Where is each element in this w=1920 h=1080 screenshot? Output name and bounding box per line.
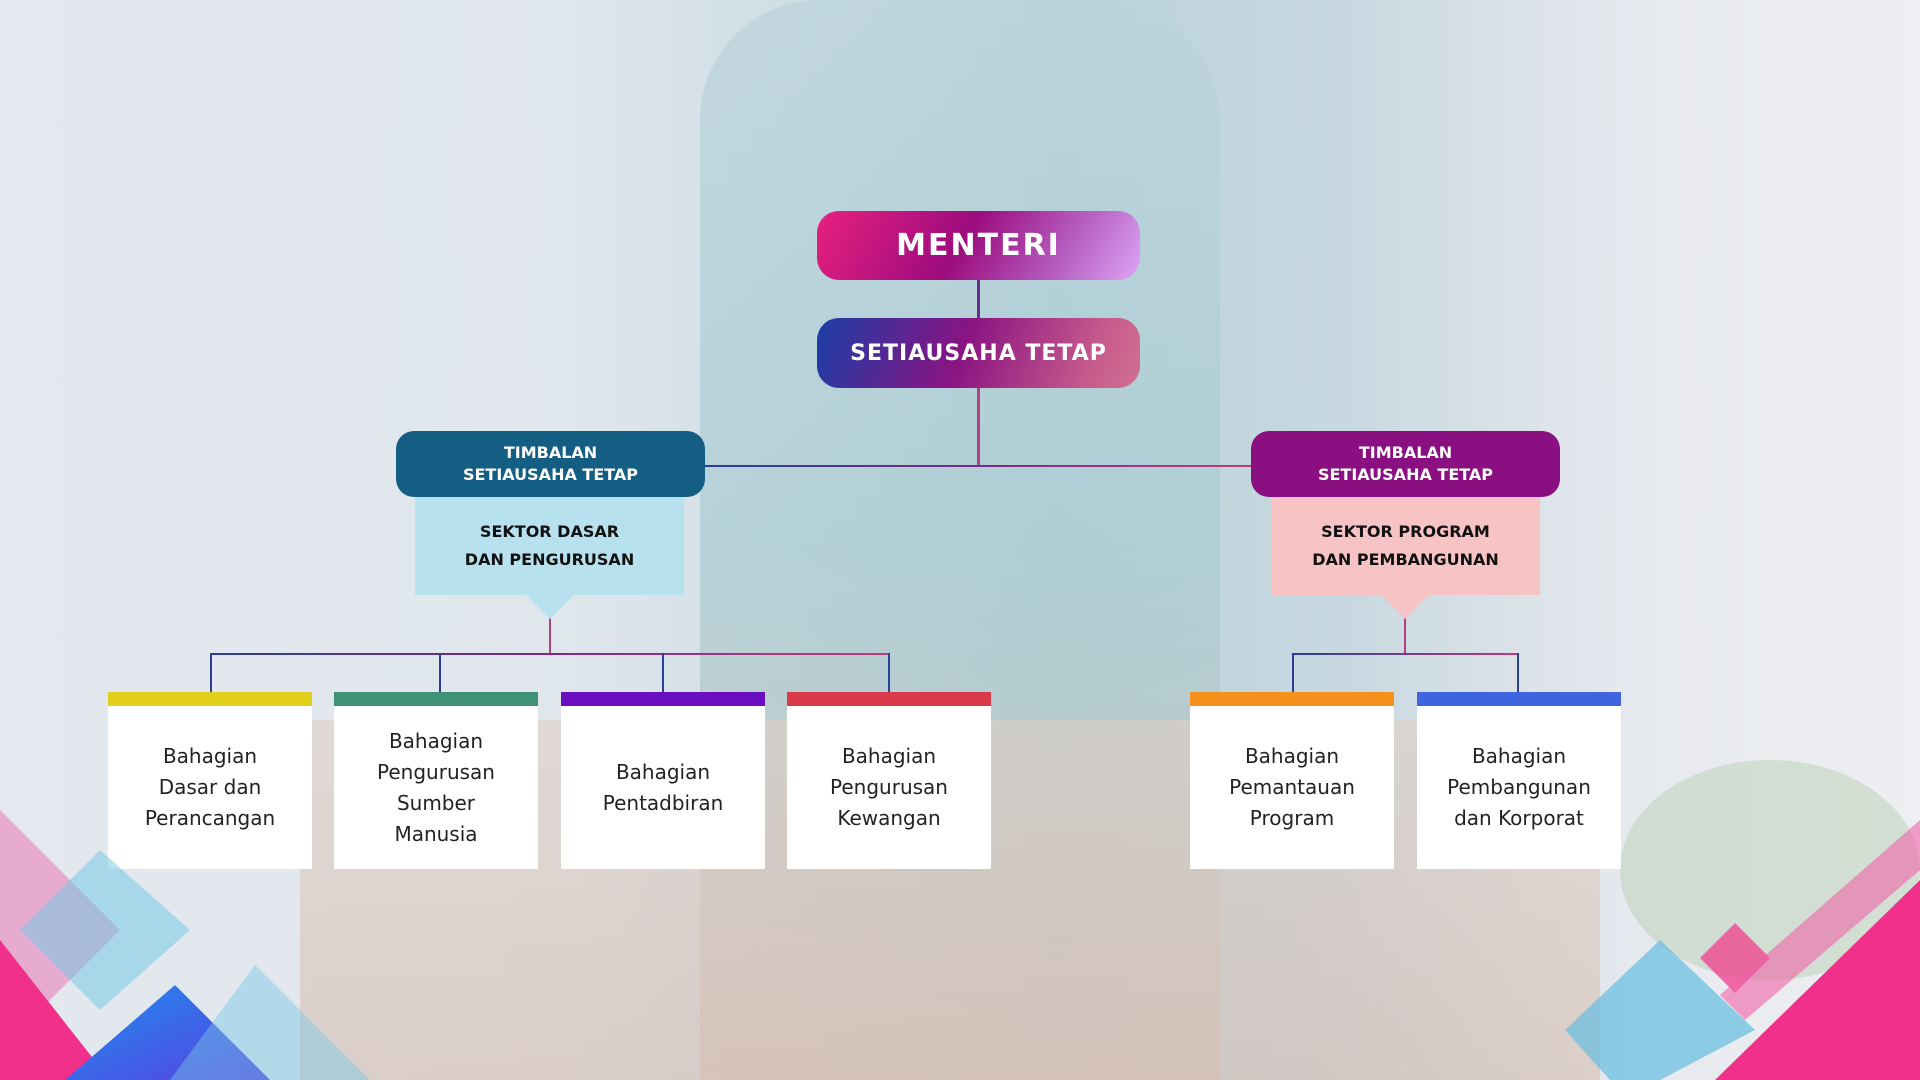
node-title-line: SETIAUSAHA TETAP [1317,465,1494,484]
division-pemantauan-program: Bahagian Pemantauan Program [1190,692,1394,869]
pointer-arrow [526,595,574,619]
sector-right: SEKTOR PROGRAM DAN PEMBANGUNAN [1271,497,1540,595]
decor-diamond [1565,940,1755,1080]
setiausaha-tetap-node: SETIAUSAHA TETAP [817,318,1140,388]
division-label: Pentadbiran [602,790,724,815]
division-label: Pengurusan [830,775,948,799]
connector [439,653,441,693]
division-pentadbiran: Bahagian Pentadbiran [561,692,765,869]
decor-stripe [1720,820,1920,1020]
division-label: Pengurusan [377,759,495,784]
menteri-node: MENTERI [817,211,1140,280]
connector [977,388,980,466]
sector-line: DAN PENGURUSAN [464,550,635,569]
connector [210,653,212,693]
division-label: Pemantauan [1229,775,1355,799]
sector-left: SEKTOR DASAR DAN PENGURUSAN [415,497,684,595]
division-label: Program [1249,806,1335,830]
division-label: Pembangunan [1447,775,1591,799]
division-label: Bahagian [162,744,258,768]
pointer-arrow [1381,595,1429,619]
connector [549,618,551,654]
division-label: Kewangan [837,806,941,830]
connector [1292,653,1294,693]
sector-line: SEKTOR PROGRAM [1321,522,1490,541]
connector [210,653,890,655]
division-label: Perancangan [144,806,276,830]
timbalan-right-node: TIMBALAN SETIAUSAHA TETAP [1251,431,1560,497]
connector [662,653,664,693]
division-label: Bahagian [841,744,937,768]
node-title-line: TIMBALAN [503,443,598,462]
division-label: Bahagian [1471,744,1567,768]
timbalan-left-node: TIMBALAN SETIAUSAHA TETAP [396,431,705,497]
division-dasar-perancangan: Bahagian Dasar dan Perancangan [108,692,312,869]
connector [705,465,1251,467]
connector [888,653,890,693]
division-label: Bahagian [388,728,484,753]
division-sumber-manusia: Bahagian Pengurusan Sumber Manusia [334,692,538,869]
decor-diamond [0,940,110,1080]
decor-diamond [65,985,270,1080]
division-label: Bahagian [1244,744,1340,768]
division-pembangunan-korporat: Bahagian Pembangunan dan Korporat [1417,692,1621,869]
division-label: Dasar dan [158,775,262,799]
sector-line: DAN PEMBANGUNAN [1312,550,1499,569]
sector-line: SEKTOR DASAR [479,522,620,541]
connector [1292,653,1519,655]
decor-stripe [1715,880,1920,1080]
division-label: Manusia [394,821,478,846]
connector [977,280,980,318]
division-label: Bahagian [615,759,711,784]
node-title-line: SETIAUSAHA TETAP [462,465,639,484]
division-label: dan Korporat [1454,806,1584,830]
connector [1517,653,1519,693]
node-title-line: TIMBALAN [1358,443,1453,462]
decor-diamond [170,965,370,1080]
division-label: Sumber [396,790,476,815]
decor-diamond [20,850,190,1010]
connector [1404,618,1406,654]
division-kewangan: Bahagian Pengurusan Kewangan [787,692,991,869]
